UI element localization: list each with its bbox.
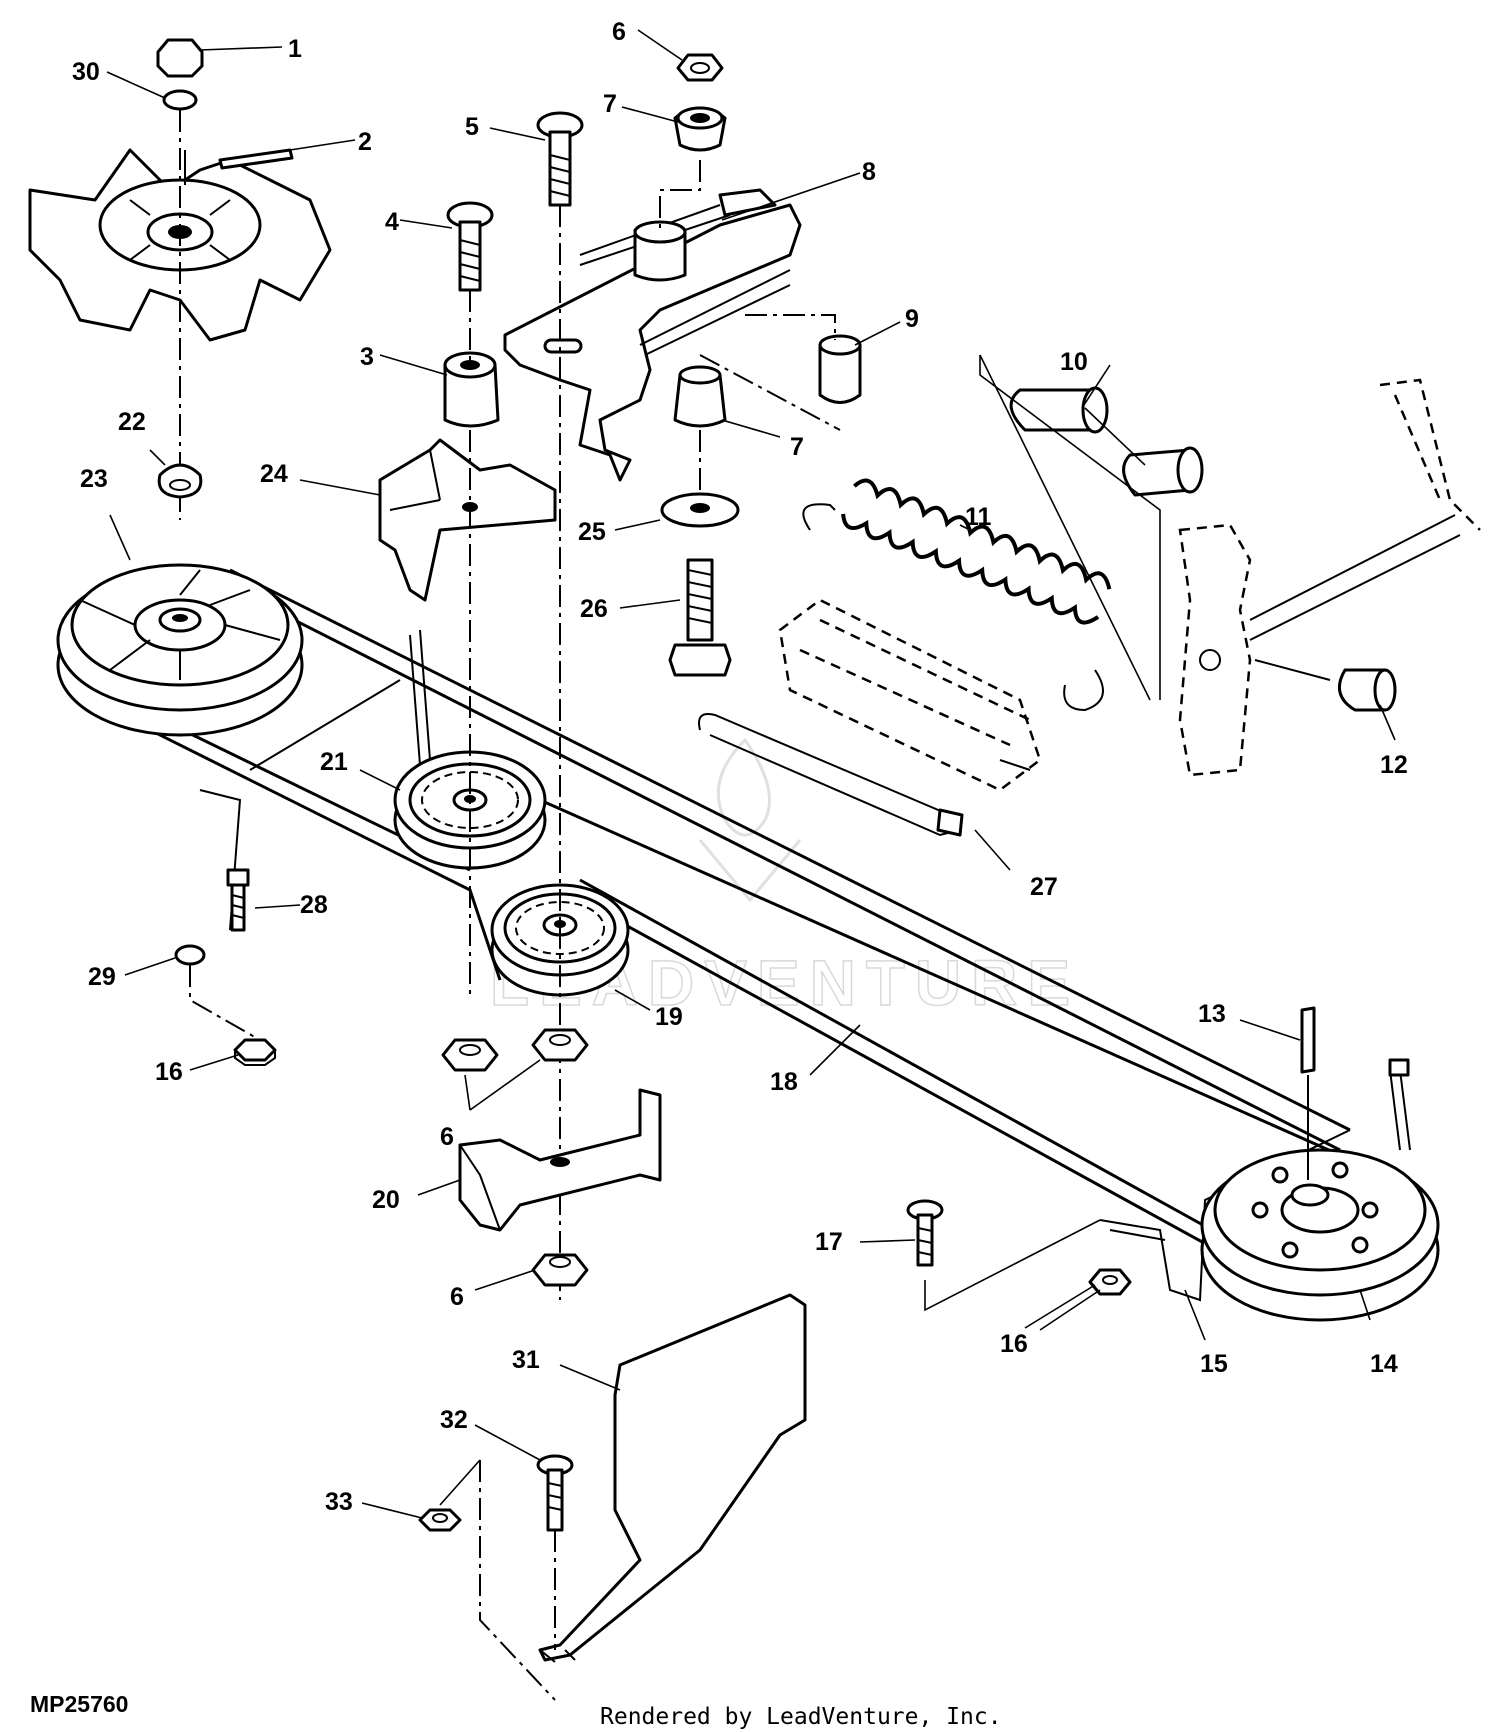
split-bushing bbox=[1337, 668, 1397, 712]
idler-arm-axis-top bbox=[659, 160, 701, 230]
callout-28: 28 bbox=[300, 891, 328, 919]
spacer-axis-lower bbox=[699, 354, 841, 431]
callout-30: 30 bbox=[72, 58, 100, 86]
bushing-top bbox=[673, 106, 727, 152]
callout-12: 12 bbox=[1380, 751, 1408, 779]
flange-nut-right-frame bbox=[1088, 1268, 1132, 1296]
carriage-bolt-right bbox=[906, 1199, 944, 1267]
bolt-axis-right bbox=[924, 1219, 1101, 1312]
washer-axis-left bbox=[189, 965, 261, 1041]
shield-flange-nut bbox=[418, 1508, 462, 1532]
callout-11: 11 bbox=[965, 503, 992, 531]
shield-nut-axis bbox=[479, 1460, 556, 1701]
callout-2: 2 bbox=[358, 128, 372, 156]
callout-7-top: 7 bbox=[603, 90, 617, 118]
spring-cover bbox=[778, 598, 1042, 792]
callout-21: 21 bbox=[320, 748, 348, 776]
shield-carriage-bolt bbox=[536, 1454, 574, 1532]
callout-7-mid: 7 bbox=[790, 433, 804, 461]
callout-32: 32 bbox=[440, 1406, 468, 1434]
cap-screw bbox=[226, 868, 250, 932]
callout-25: 25 bbox=[578, 518, 606, 546]
callout-23: 23 bbox=[80, 465, 108, 493]
flange-nut-top bbox=[676, 53, 724, 82]
callout-15: 15 bbox=[1200, 1350, 1228, 1378]
callout-26: 26 bbox=[580, 595, 608, 623]
callout-20: 20 bbox=[372, 1186, 400, 1214]
carriage-bolt-upper-left bbox=[446, 201, 494, 292]
lock-nut bbox=[156, 38, 204, 78]
callout-10: 10 bbox=[1060, 348, 1088, 376]
callout-24: 24 bbox=[260, 460, 288, 488]
callout-33: 33 bbox=[325, 1488, 353, 1516]
callout-16-right: 16 bbox=[1000, 1330, 1028, 1358]
callout-6-bottom: 6 bbox=[450, 1283, 464, 1311]
spacer-axis bbox=[745, 314, 836, 340]
tension-rod bbox=[698, 713, 1031, 837]
callout-1: 1 bbox=[288, 35, 302, 63]
transmission-pulley bbox=[1200, 1058, 1440, 1322]
figure-id: MP25760 bbox=[30, 1691, 128, 1717]
key bbox=[1300, 1006, 1316, 1180]
flange-nut-left bbox=[441, 1038, 499, 1072]
bushing-bracket-line bbox=[979, 355, 1161, 700]
callout-6-pair: 6 bbox=[440, 1123, 454, 1151]
callout-22: 22 bbox=[118, 408, 146, 436]
callout-19: 19 bbox=[655, 1003, 683, 1031]
callout-29: 29 bbox=[88, 963, 116, 991]
callout-18: 18 bbox=[770, 1068, 798, 1096]
shield-nut-line bbox=[439, 1459, 481, 1506]
pivot-bushing-lower bbox=[1122, 446, 1204, 497]
credit-text: Rendered by LeadVenture, Inc. bbox=[600, 1704, 1002, 1730]
callout-9: 9 bbox=[905, 305, 919, 333]
belt-shield bbox=[538, 1293, 807, 1663]
flange-nut-right bbox=[531, 1028, 589, 1062]
idler-mount-bracket bbox=[458, 1088, 662, 1232]
callout-17: 17 bbox=[815, 1228, 843, 1256]
callout-6-top: 6 bbox=[612, 18, 626, 46]
leader-lines bbox=[106, 29, 1396, 1519]
idler-bracket bbox=[378, 438, 557, 602]
callout-31: 31 bbox=[512, 1346, 540, 1374]
callout-13: 13 bbox=[1198, 1000, 1226, 1028]
callout-labels: 1 2 3 4 5 6 6 6 7 7 8 9 10 11 12 13 14 1… bbox=[72, 18, 1408, 1516]
callout-3: 3 bbox=[360, 343, 374, 371]
callout-27: 27 bbox=[1030, 873, 1058, 901]
callout-14: 14 bbox=[1370, 1350, 1398, 1378]
flat-washer bbox=[660, 492, 740, 528]
watermark-flame-logo bbox=[698, 737, 802, 903]
callout-5: 5 bbox=[465, 113, 479, 141]
bushing-bracket-line-2 bbox=[979, 354, 1151, 701]
callout-4: 4 bbox=[385, 208, 399, 236]
idler-spacer bbox=[443, 351, 500, 428]
spacer-bushing bbox=[818, 334, 862, 404]
tension-spring bbox=[802, 478, 1112, 712]
callout-16-left: 16 bbox=[155, 1058, 183, 1086]
flange-nut-bottom bbox=[531, 1253, 589, 1287]
retaining-ring bbox=[157, 463, 203, 499]
callout-8: 8 bbox=[862, 158, 876, 186]
carriage-bolt-upper-right bbox=[536, 111, 584, 207]
flange-nut-left-frame bbox=[233, 1038, 277, 1066]
bushing-mid bbox=[673, 365, 727, 428]
idler-arm bbox=[503, 188, 802, 482]
hex-bolt bbox=[668, 558, 732, 677]
engine-pulley bbox=[56, 563, 304, 737]
washer bbox=[162, 89, 198, 111]
brake-pedal-arm bbox=[1178, 378, 1481, 777]
lock-washer bbox=[174, 944, 206, 966]
